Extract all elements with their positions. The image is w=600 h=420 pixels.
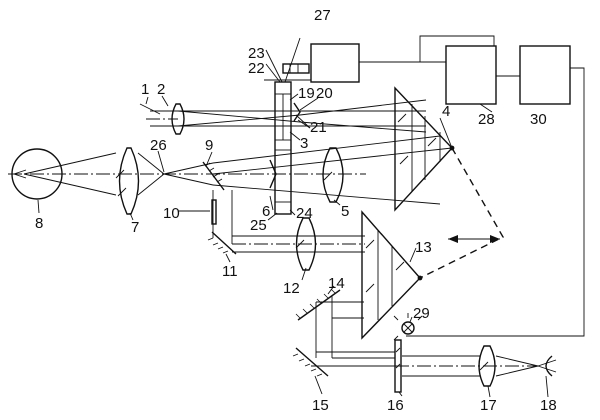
- block-30: [519, 45, 571, 105]
- label-27: 27: [314, 7, 331, 24]
- label-6: 6: [262, 203, 270, 220]
- label-22: 22: [248, 60, 265, 77]
- label-28: 28: [478, 111, 495, 128]
- label-30: 30: [530, 111, 547, 128]
- prism-13: [361, 210, 423, 340]
- label-9: 9: [205, 137, 213, 154]
- label-7: 7: [131, 219, 139, 236]
- lens-12: [295, 217, 317, 271]
- reticle-plate-16: [394, 339, 402, 393]
- label-13: 13: [415, 239, 432, 256]
- output-rays: [402, 355, 539, 377]
- move-double-arrow: [448, 235, 500, 243]
- shutter-plate: [269, 81, 311, 215]
- label-3: 3: [300, 135, 308, 152]
- source-1-arrow: [139, 103, 161, 115]
- label-19: 19: [298, 85, 315, 102]
- label-24: 24: [296, 205, 313, 222]
- label-1: 1: [141, 81, 149, 98]
- label-2: 2: [157, 81, 165, 98]
- folded-beam: [311, 296, 395, 367]
- shutter-drive-rod: [264, 63, 311, 81]
- label-23: 23: [248, 45, 265, 62]
- lens-2: [171, 103, 185, 135]
- label-4: 4: [442, 103, 450, 120]
- lens-17: [478, 345, 496, 387]
- prism-link-dashed: [419, 147, 504, 279]
- component-labels: 1 2 3 4 5 6 7 8 9 10 11 12 13 14 15 16 1…: [35, 7, 557, 414]
- mirror-11: [207, 231, 237, 255]
- label-11: 11: [222, 263, 238, 280]
- label-26: 26: [150, 137, 167, 154]
- label-17: 17: [480, 397, 497, 414]
- mirror-9: [202, 161, 225, 191]
- block-28: [445, 45, 497, 105]
- label-8: 8: [35, 215, 43, 232]
- lens-5: [322, 147, 344, 203]
- label-16: 16: [387, 397, 404, 414]
- observer-eye-18: [537, 355, 557, 377]
- label-20: 20: [316, 85, 333, 102]
- label-10: 10: [163, 205, 180, 222]
- prism-4: [394, 86, 455, 212]
- lens-7: [115, 147, 140, 215]
- mirror-14: [295, 288, 341, 321]
- eye-rays: [23, 135, 453, 205]
- signal-wiring: [359, 35, 585, 337]
- label-5: 5: [341, 203, 349, 220]
- label-18: 18: [540, 397, 557, 414]
- label-25: 25: [250, 217, 267, 234]
- illumination-beam: [146, 99, 427, 133]
- label-14: 14: [328, 275, 345, 292]
- leader-lines: [37, 37, 549, 398]
- label-15: 15: [312, 397, 329, 414]
- label-29: 29: [413, 305, 430, 322]
- label-12: 12: [283, 280, 300, 297]
- label-21: 21: [310, 119, 327, 136]
- eye-8: [11, 148, 63, 200]
- lower-beam: [212, 190, 365, 253]
- mirror-15: [292, 347, 329, 377]
- block-27: [310, 43, 360, 83]
- splitter-10: [178, 199, 217, 225]
- lamp-29: [393, 313, 423, 341]
